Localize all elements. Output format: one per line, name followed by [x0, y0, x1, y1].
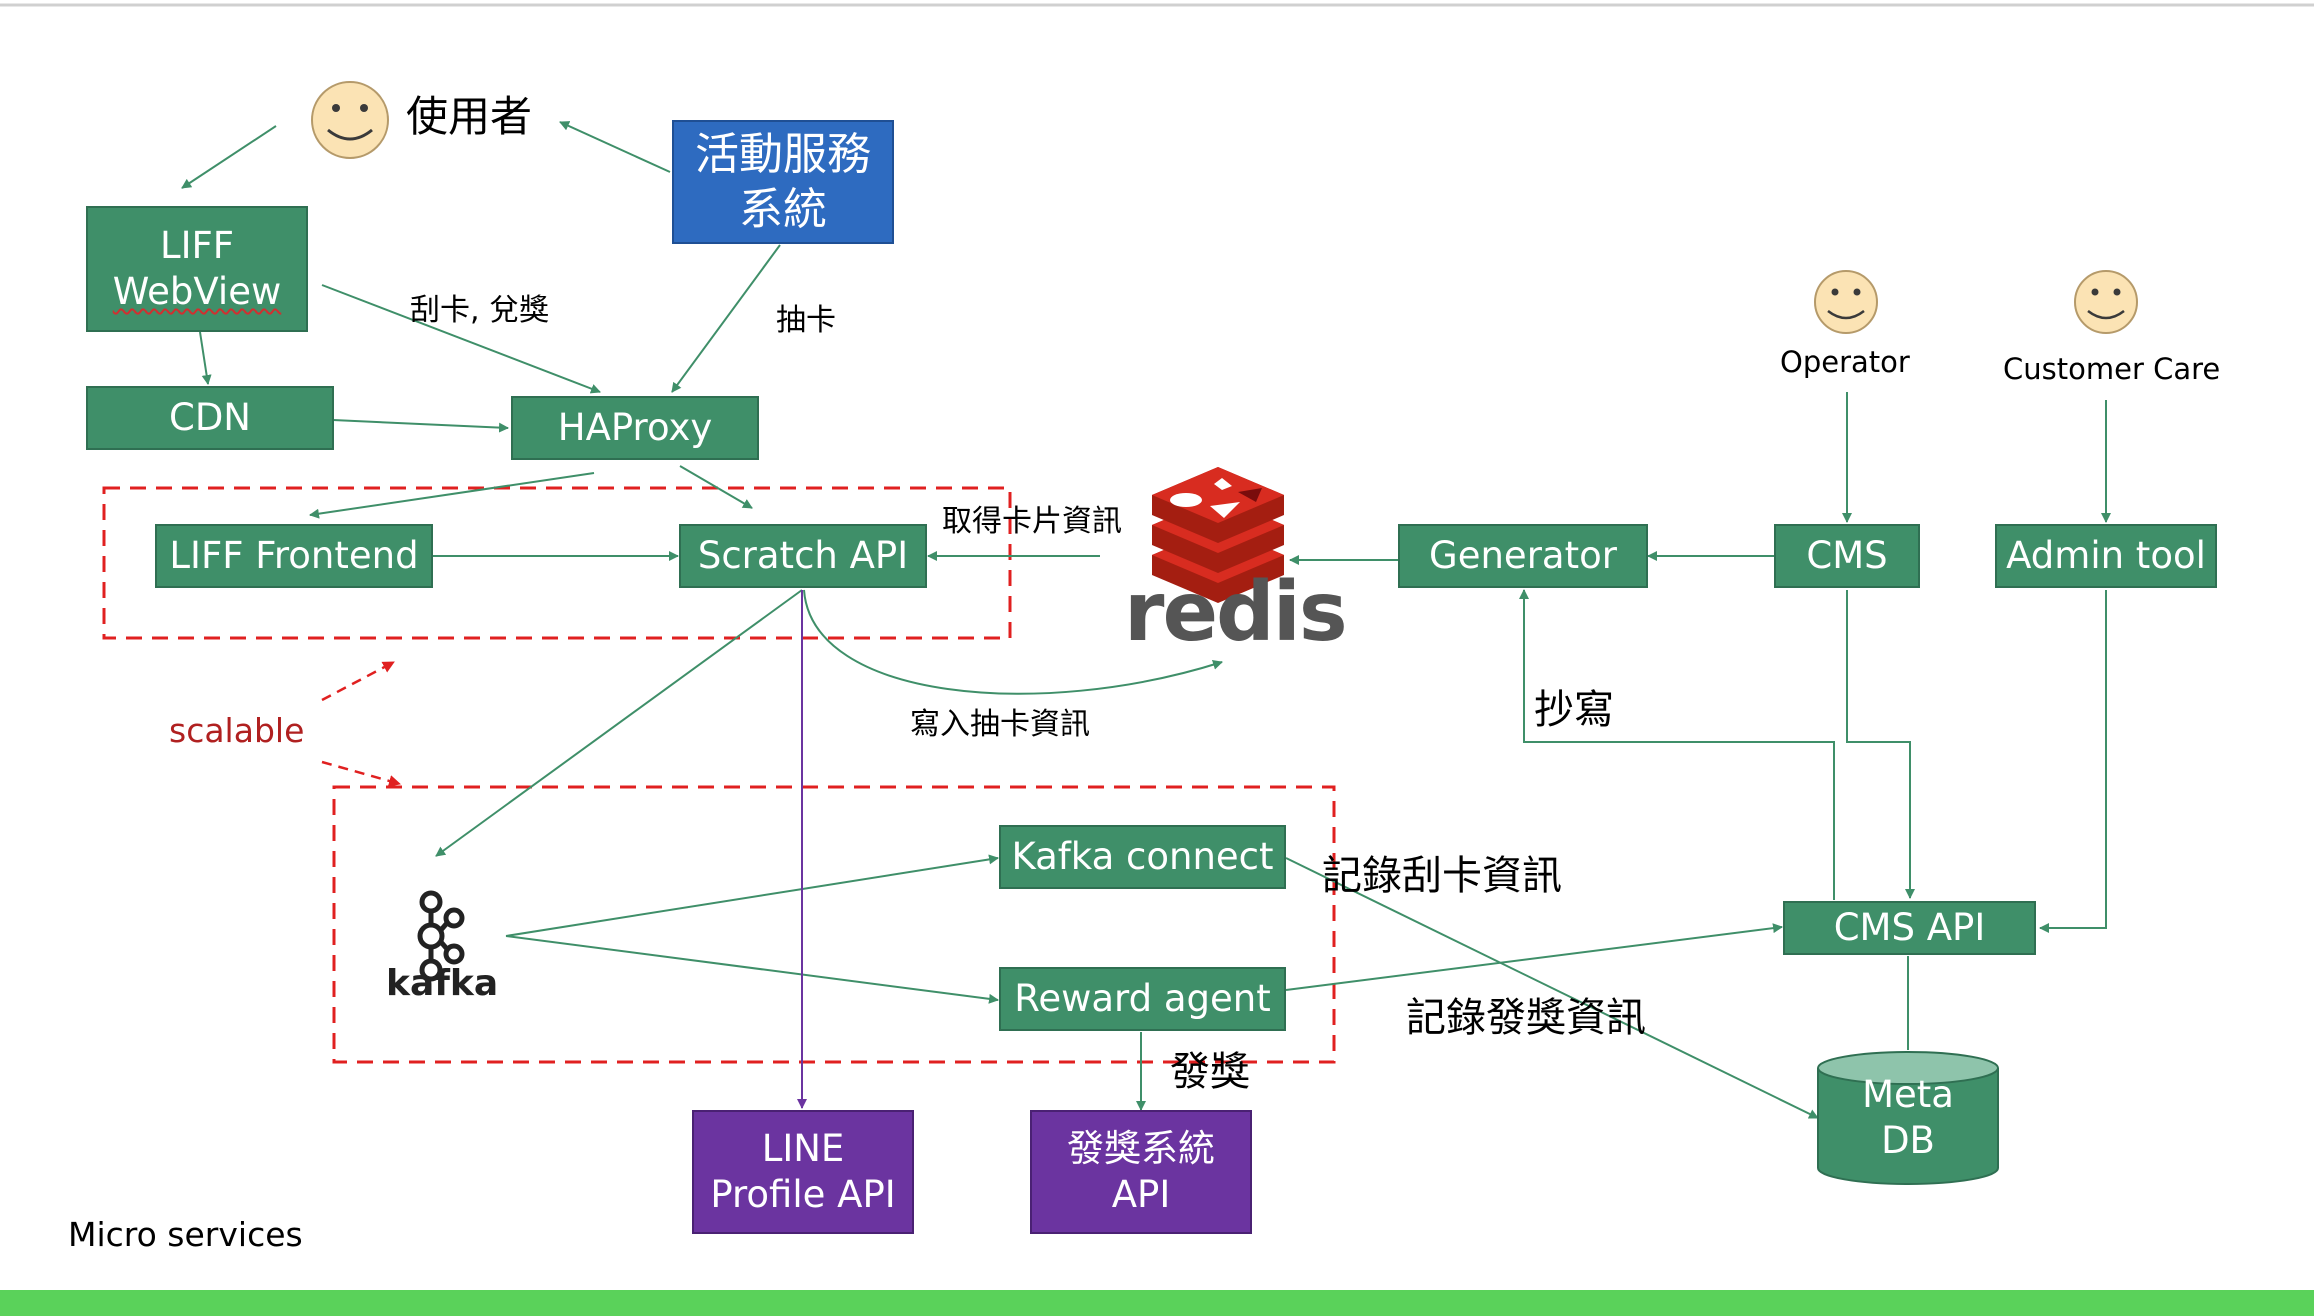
customer-care-label: Customer Care	[2003, 352, 2221, 386]
cms-label: CMS	[1806, 533, 1888, 577]
edge-scratch-api-to-redis	[803, 589, 1223, 695]
edge-label-copy: 抄寫	[1534, 687, 1614, 733]
scratch-api-label: Scratch API	[697, 533, 909, 577]
edge-activity-to-user	[559, 121, 671, 173]
kafka-label: kafka	[386, 963, 499, 1004]
line-profile-api-line2: Profile API	[710, 1173, 896, 1216]
edge-user-to-webview	[181, 125, 277, 189]
meta-db-line1: Meta	[1862, 1073, 1954, 1116]
reward-system-api-node: 發獎系統 API	[1030, 1110, 1252, 1234]
edge-cms-to-cms-api	[1846, 590, 1915, 899]
line-profile-api-line1: LINE	[761, 1126, 845, 1170]
operator-label: Operator	[1780, 345, 1910, 379]
edge-scratch-api-to-kafka	[435, 589, 803, 857]
edge-label-give-reward: 發獎	[1170, 1049, 1250, 1095]
scalable-label: scalable	[169, 711, 305, 750]
scratch-api-node: Scratch API	[679, 524, 927, 588]
scalable-region-messaging	[332, 785, 1336, 1064]
edge-haproxy-to-scratch-api	[679, 465, 753, 509]
redis-label: redis	[1124, 565, 1348, 660]
kafka-logo-icon	[417, 890, 465, 982]
customer-care-smiley-icon	[2074, 270, 2138, 334]
generator-label: Generator	[1429, 533, 1617, 577]
activity-service-node: 活動服務 系統	[672, 120, 894, 244]
edge-cms-api-to-generator	[1519, 589, 1835, 900]
haproxy-node: HAProxy	[511, 396, 759, 460]
edge-haproxy-to-liff-frontend	[309, 472, 595, 519]
cms-api-label: CMS API	[1833, 905, 1986, 949]
edge-kafka-to-kafka-connect	[505, 854, 999, 937]
bottom-bar	[0, 1290, 2314, 1316]
activity-service-line1: 活動服務	[695, 129, 871, 180]
meta-db-label: Meta DB	[1816, 1072, 2000, 1165]
reward-agent-node: Reward agent	[999, 967, 1286, 1031]
edge-cdn-to-haproxy	[332, 419, 509, 433]
user-label: 使用者	[406, 92, 533, 141]
scalable-arrow-top	[321, 660, 395, 702]
edge-label-record-reward-info: 記錄發獎資訊	[1406, 995, 1646, 1041]
edge-activity-to-haproxy	[671, 244, 781, 393]
redis-logo-icon	[1152, 467, 1284, 603]
operator-smiley-icon	[1814, 270, 1878, 334]
cms-api-node: CMS API	[1783, 901, 2036, 955]
edges	[181, 121, 2111, 1119]
kafka-connect-label: Kafka connect	[1011, 834, 1274, 878]
edge-label-draw-card: 抽卡	[776, 303, 836, 338]
edge-admin-tool-to-cms-api	[2039, 590, 2107, 933]
edge-webview-to-cdn	[199, 331, 212, 385]
reward-system-api-line2: API	[1111, 1173, 1171, 1216]
reward-system-api-line1: 發獎系統	[1067, 1126, 1215, 1170]
liff-webview-line1: LIFF	[159, 223, 235, 267]
edge-label-scratch-redeem: 刮卡, 兌獎	[410, 293, 550, 328]
edge-webview-to-haproxy	[321, 284, 601, 394]
edge-kafka-connect-to-meta-db	[1285, 857, 1819, 1119]
meta-db-line2: DB	[1881, 1119, 1935, 1163]
user-smiley-icon	[311, 81, 389, 159]
scalable-region-frontend	[102, 486, 1012, 640]
edge-label-record-scratch-info: 記錄刮卡資訊	[1322, 853, 1562, 899]
liff-webview-line2: WebView	[112, 270, 282, 313]
edge-reward-agent-to-cms-api	[1285, 923, 1783, 991]
meta-db-cylinder	[1817, 1051, 1999, 1185]
liff-frontend-label: LIFF Frontend	[169, 533, 419, 577]
reward-agent-label: Reward agent	[1014, 976, 1271, 1020]
edge-kafka-to-reward-agent	[505, 935, 999, 1004]
kafka-connect-node: Kafka connect	[999, 825, 1286, 889]
edge-label-write-draw-info: 寫入抽卡資訊	[910, 707, 1090, 742]
admin-tool-node: Admin tool	[1995, 524, 2217, 588]
liff-webview-node: LIFF WebView	[86, 206, 308, 332]
cdn-label: CDN	[168, 395, 251, 439]
liff-frontend-node: LIFF Frontend	[155, 524, 433, 588]
scalable-arrow-bottom	[321, 760, 401, 787]
cms-node: CMS	[1774, 524, 1920, 588]
admin-tool-label: Admin tool	[2006, 533, 2206, 577]
micro-services-label: Micro services	[68, 1215, 303, 1254]
generator-node: Generator	[1398, 524, 1648, 588]
activity-service-line2: 系統	[739, 184, 827, 235]
haproxy-label: HAProxy	[557, 405, 713, 449]
line-profile-api-node: LINE Profile API	[692, 1110, 914, 1234]
edge-label-get-card-info: 取得卡片資訊	[942, 504, 1122, 539]
cdn-node: CDN	[86, 386, 334, 450]
